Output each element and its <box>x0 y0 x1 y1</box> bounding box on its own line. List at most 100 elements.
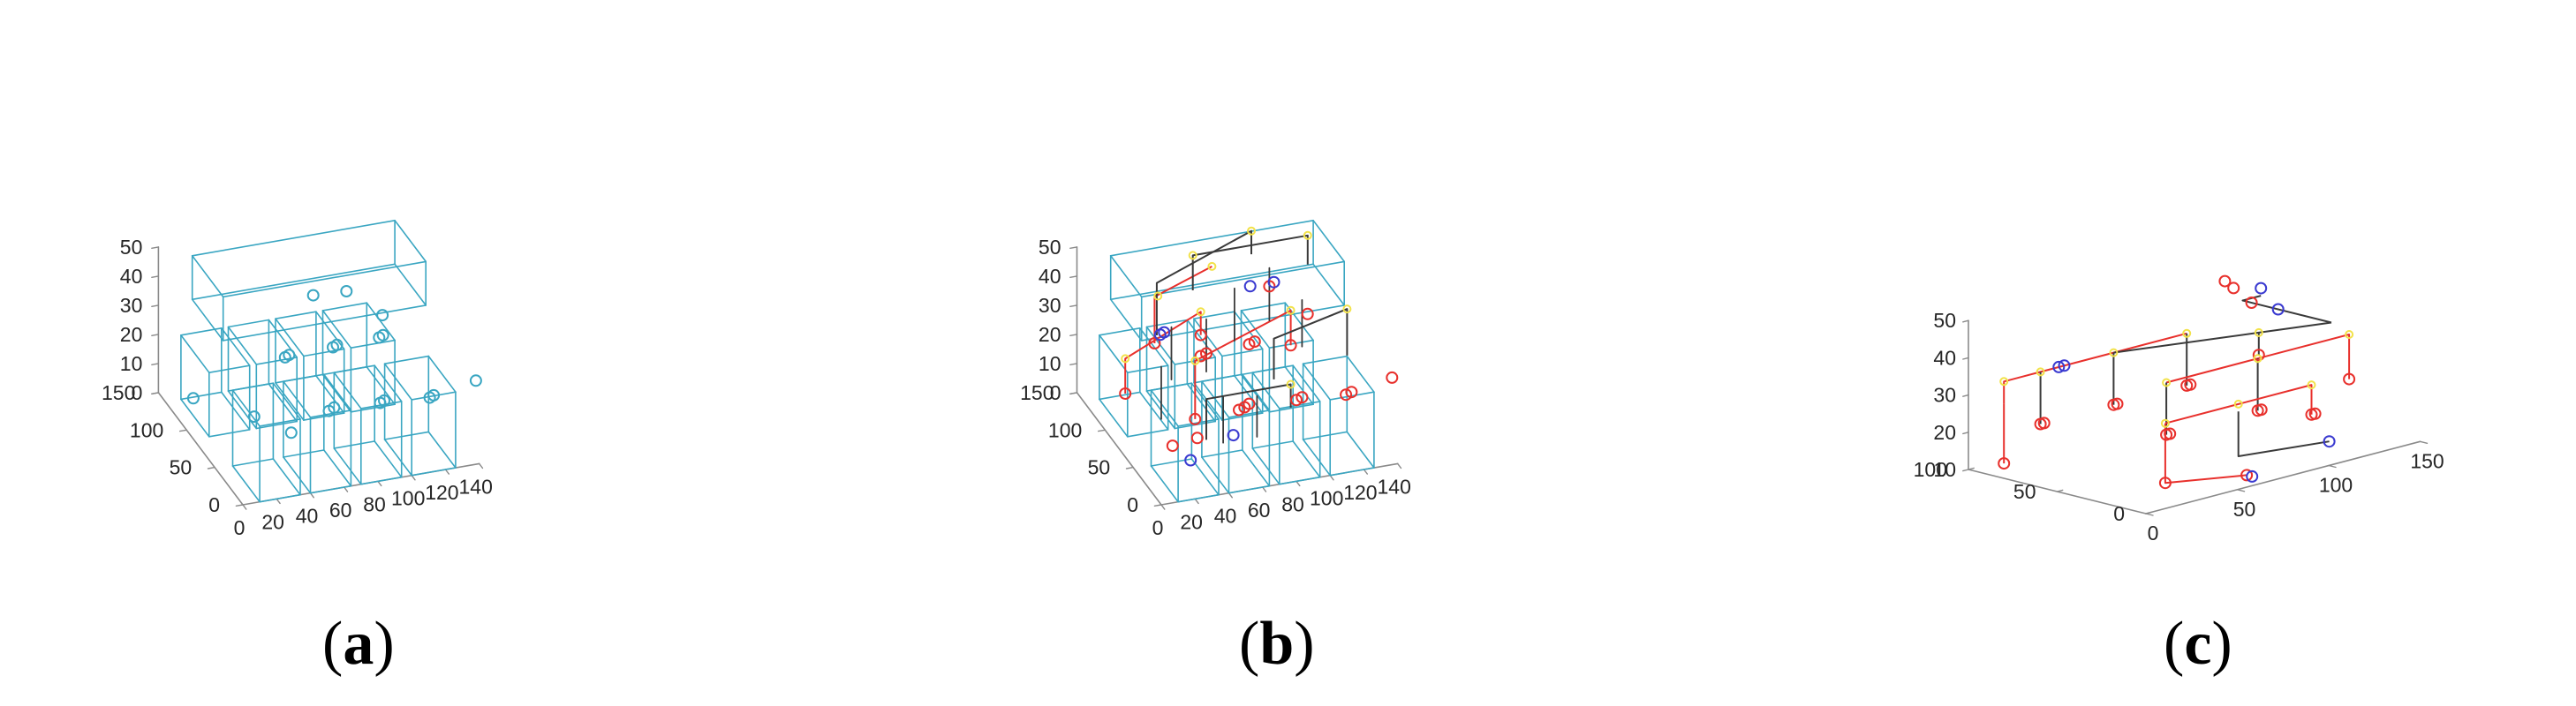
tick-label: 30 <box>120 294 143 317</box>
z-tick-mark <box>151 246 160 249</box>
room-edge <box>321 302 368 312</box>
room-edge <box>259 418 301 427</box>
yellow-node-marker <box>1207 261 1217 271</box>
occupant-marker <box>247 410 261 424</box>
room-edge <box>222 260 427 298</box>
occupant-marker <box>376 309 389 322</box>
tick-label: 20 <box>1933 421 1956 444</box>
room-edge <box>1190 458 1220 496</box>
yellow-node-marker <box>2233 399 2243 409</box>
room-edge <box>1240 365 1287 376</box>
tick-label: 30 <box>1039 294 1061 317</box>
tick-label: 50 <box>1933 309 1956 332</box>
z-tick-mark <box>1962 357 1969 360</box>
red-node-marker <box>2184 378 2197 391</box>
room-edge <box>1292 440 1321 478</box>
red-node-marker <box>2111 397 2124 410</box>
room-edge <box>1201 449 1243 458</box>
room-edge <box>1139 327 1169 367</box>
x-tick-mark <box>2236 489 2246 492</box>
occupant-marker <box>427 388 441 402</box>
red-node-marker <box>1284 339 1297 352</box>
red-route-line <box>2165 334 2351 384</box>
room-edge <box>231 389 261 427</box>
room-edge <box>303 412 345 421</box>
red-node-marker <box>1290 394 1303 407</box>
room-edge <box>1150 389 1179 427</box>
room-edge <box>383 439 413 477</box>
tick-label: 150 <box>102 381 135 404</box>
yellow-node-marker <box>2182 328 2192 338</box>
room-edge <box>1109 298 1143 342</box>
z-tick-mark <box>1962 432 1969 435</box>
room-edge <box>1346 431 1375 469</box>
room-edge <box>1099 327 1141 336</box>
room-edge <box>1145 383 1189 392</box>
tick-label: 0 <box>208 493 220 516</box>
panel-c-label: (c) <box>2164 610 2232 678</box>
tick-label: 50 <box>170 456 193 479</box>
blue-node-marker <box>2052 360 2066 373</box>
tick-label: 100 <box>1914 458 1947 481</box>
room-edge <box>333 372 362 409</box>
z-tick-mark <box>1069 275 1078 278</box>
black-route-line <box>2241 295 2332 324</box>
blue-node-marker <box>2255 282 2268 295</box>
room-edge <box>231 465 261 503</box>
red-node-marker <box>2218 274 2232 288</box>
tick-label: 50 <box>1088 456 1111 479</box>
room-edge <box>383 355 430 365</box>
tick-label: 0 <box>2113 502 2125 525</box>
red-node-marker <box>1200 347 1212 360</box>
z-tick-mark <box>1069 334 1078 336</box>
y-tick-mark <box>1097 429 1107 432</box>
z-tick-mark <box>1962 469 1969 472</box>
room-edge <box>427 431 457 469</box>
room-edge <box>1145 319 1189 328</box>
room-edge <box>1329 467 1375 477</box>
room-edge <box>191 220 396 257</box>
room-edge <box>1140 260 1345 298</box>
red-node-marker <box>1194 328 1207 342</box>
blue-node-marker <box>1227 429 1240 442</box>
tick-label: 140 <box>459 475 493 498</box>
occupant-marker <box>330 338 344 351</box>
room-edge <box>1186 383 1216 423</box>
z-tick-mark <box>151 275 160 278</box>
tick-label: 30 <box>1933 384 1956 407</box>
room-edge <box>1302 431 1348 440</box>
black-route-line <box>1273 308 1348 379</box>
x-tick-mark <box>2419 440 2429 444</box>
room-edge <box>366 302 396 342</box>
occupant-marker <box>306 289 320 302</box>
red-node-marker <box>1296 391 1309 404</box>
tick-label: 20 <box>120 323 143 346</box>
room-edge <box>1268 403 1314 413</box>
yellow-node-marker <box>1286 305 1296 315</box>
room-edge <box>283 456 312 494</box>
x-tick-mark <box>1363 469 1369 475</box>
tick-label: 100 <box>130 418 163 441</box>
tick-label: 0 <box>1152 516 1164 539</box>
room-edge <box>1177 493 1220 503</box>
room-edge <box>1150 465 1179 503</box>
tick-label: 40 <box>1933 346 1956 369</box>
room-edge <box>411 467 457 477</box>
x-tick-mark <box>377 480 382 487</box>
occupant-marker <box>376 328 389 342</box>
tick-label: 0 <box>2148 522 2159 545</box>
room-edge <box>1312 220 1345 263</box>
yellow-node-marker <box>2036 367 2045 377</box>
room-edge <box>227 326 258 365</box>
x-tick-mark <box>411 475 416 481</box>
room-edge <box>321 310 352 349</box>
tick-label: 100 <box>2319 474 2353 497</box>
y-tick-mark <box>178 429 188 432</box>
blue-node-marker <box>2246 469 2259 483</box>
room-edge <box>1221 412 1264 421</box>
blue-node-marker <box>1267 275 1280 289</box>
room-edge <box>1240 373 1271 413</box>
room-edge <box>1284 365 1314 406</box>
red-node-marker <box>1190 432 1204 445</box>
room-edge <box>227 383 270 392</box>
